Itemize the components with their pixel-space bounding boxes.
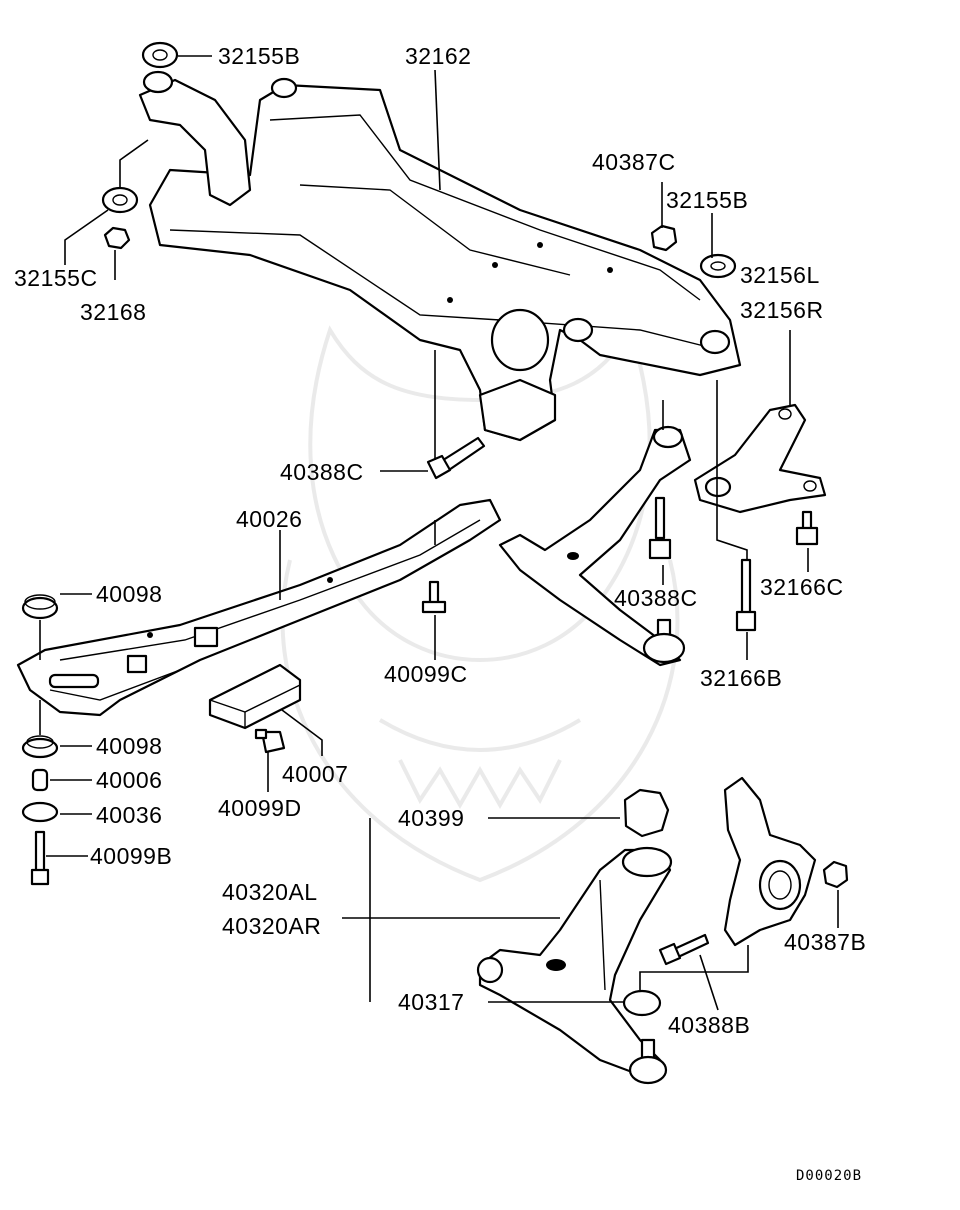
washer-32155C[interactable] — [101, 186, 139, 214]
nut-32168[interactable] — [103, 226, 131, 250]
label-40399: 40399 — [398, 805, 464, 831]
bolt-40099C[interactable] — [421, 580, 447, 614]
label-40388C-right: 40388C — [614, 585, 698, 611]
label-40317: 40317 — [398, 989, 464, 1015]
label-40320AL: 40320AL — [222, 879, 318, 905]
bolt-40099B[interactable] — [30, 830, 50, 886]
bushing-40399[interactable] — [623, 788, 670, 838]
bolt-40388B[interactable] — [658, 933, 710, 966]
washer-32155B-top[interactable] — [141, 41, 179, 69]
crossmember-32162[interactable] — [148, 77, 742, 442]
bolt-32166C[interactable] — [795, 510, 819, 546]
bracket-32156[interactable] — [693, 403, 827, 514]
label-40006: 40006 — [96, 767, 162, 793]
label-40026: 40026 — [236, 506, 302, 532]
label-40099D: 40099D — [218, 795, 302, 821]
sleeve-40006[interactable] — [31, 768, 49, 792]
label-40388B: 40388B — [668, 1012, 750, 1038]
arm-right-upper[interactable] — [498, 425, 692, 667]
nut-40387B[interactable] — [822, 860, 849, 889]
stud-32166B[interactable] — [735, 558, 757, 632]
ball-joint-lower[interactable] — [628, 1038, 668, 1085]
label-40320AR: 40320AR — [222, 913, 321, 939]
block-40007[interactable] — [208, 663, 302, 730]
subframe-40026[interactable] — [16, 498, 502, 717]
label-40036: 40036 — [96, 802, 162, 828]
label-40098-top: 40098 — [96, 581, 162, 607]
washer-32155B-right[interactable] — [699, 253, 737, 279]
label-32156L: 32156L — [740, 262, 820, 288]
bushing-40098-top[interactable] — [21, 594, 59, 620]
diagram-code: D00020B — [796, 1168, 862, 1184]
bushing-40317[interactable] — [622, 989, 662, 1017]
label-32162: 32162 — [405, 43, 471, 69]
label-32156R: 32156R — [740, 297, 824, 323]
steering-knuckle[interactable] — [723, 776, 817, 947]
bolt-40388C-mid[interactable] — [426, 436, 486, 480]
label-40388C-mid: 40388C — [280, 459, 364, 485]
label-32155C: 32155C — [14, 265, 98, 291]
bolt-40099D[interactable] — [254, 728, 286, 754]
leader-lines — [39, 55, 839, 1011]
label-32155B-top: 32155B — [218, 43, 300, 69]
label-40098-bottom: 40098 — [96, 733, 162, 759]
label-40387B: 40387B — [784, 929, 866, 955]
label-40099C: 40099C — [384, 661, 468, 687]
label-40007: 40007 — [282, 761, 348, 787]
label-32166C: 32166C — [760, 574, 844, 600]
bushing-40098-bottom[interactable] — [21, 735, 59, 759]
washer-40036[interactable] — [21, 801, 59, 823]
lower-arm-40320[interactable] — [476, 846, 673, 1077]
label-32168: 32168 — [80, 299, 146, 325]
label-32155B-right: 32155B — [666, 187, 748, 213]
label-40099B: 40099B — [90, 843, 172, 869]
nut-40387C[interactable] — [650, 224, 678, 252]
label-32166B: 32166B — [700, 665, 782, 691]
mount-arm-left[interactable] — [138, 70, 252, 207]
stud-40388C-right[interactable] — [648, 496, 672, 560]
ball-joint-40388C[interactable] — [642, 618, 686, 664]
label-40387C: 40387C — [592, 149, 676, 175]
callout-labels: 32155B 32162 32155C 32168 40387C 32155B … — [14, 43, 866, 1184]
